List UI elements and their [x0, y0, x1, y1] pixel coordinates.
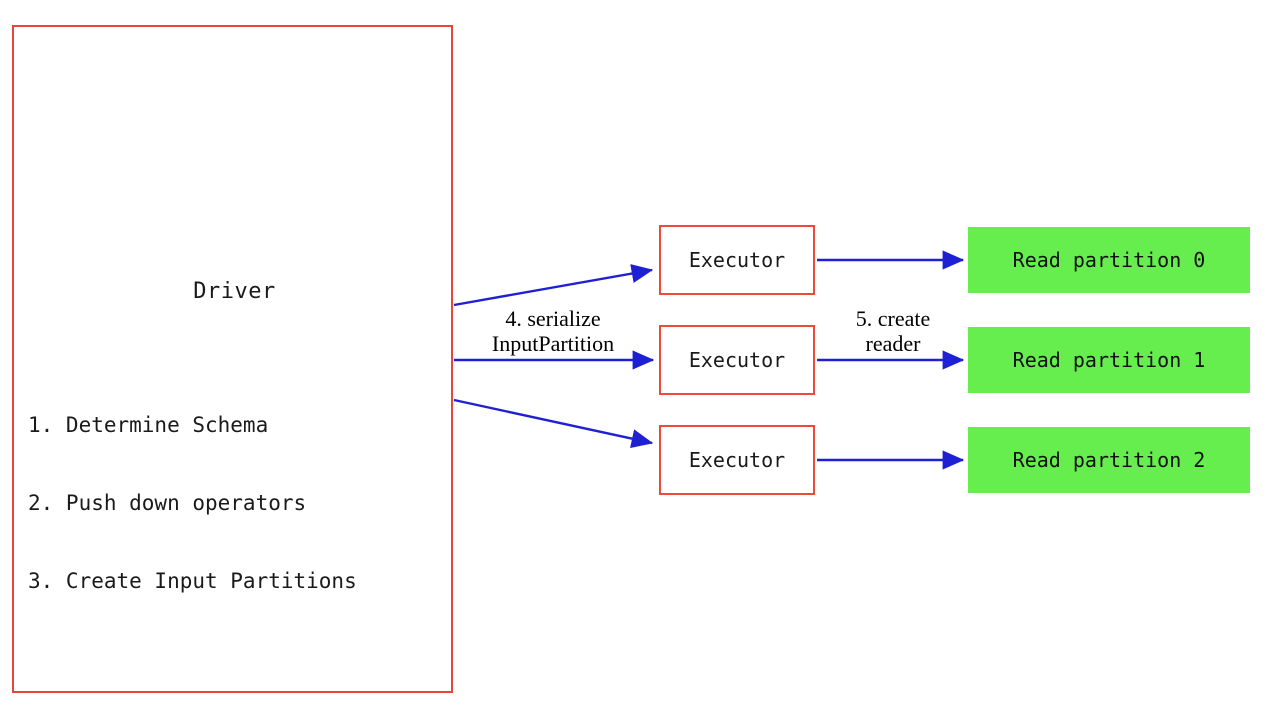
- edge-label-serialize-line-1: 4. serialize: [505, 306, 601, 331]
- arrow-driver-to-executor-1: [453, 264, 654, 307]
- driver-title: Driver: [193, 279, 276, 304]
- executor-box-3: Executor: [659, 425, 815, 495]
- driver-step-1: 1. Determine Schema: [28, 413, 269, 437]
- driver-box: Driver 1. Determine Schema 2. Push down …: [12, 25, 453, 693]
- partition-box-2: Read partition 2: [968, 427, 1250, 493]
- arrow-driver-to-executor-3: [453, 398, 654, 449]
- edge-label-serialize: 4. serialize InputPartition: [463, 306, 643, 356]
- executor-box-2: Executor: [659, 325, 815, 395]
- driver-step-2: 2. Push down operators: [28, 491, 307, 515]
- partition-box-1: Read partition 1: [968, 327, 1250, 393]
- edge-label-create-reader-line-1: 5. create: [855, 306, 931, 331]
- driver-steps-list: 1. Determine Schema 2. Push down operato…: [28, 360, 448, 646]
- partition-box-0: Read partition 0: [968, 227, 1250, 293]
- edge-label-create-reader: 5. create reader: [823, 306, 963, 356]
- executor-box-1: Executor: [659, 225, 815, 295]
- driver-step-3: 3. Create Input Partitions: [28, 569, 357, 593]
- edge-label-create-reader-line-2: reader: [865, 331, 921, 356]
- edge-label-serialize-line-2: InputPartition: [491, 331, 615, 356]
